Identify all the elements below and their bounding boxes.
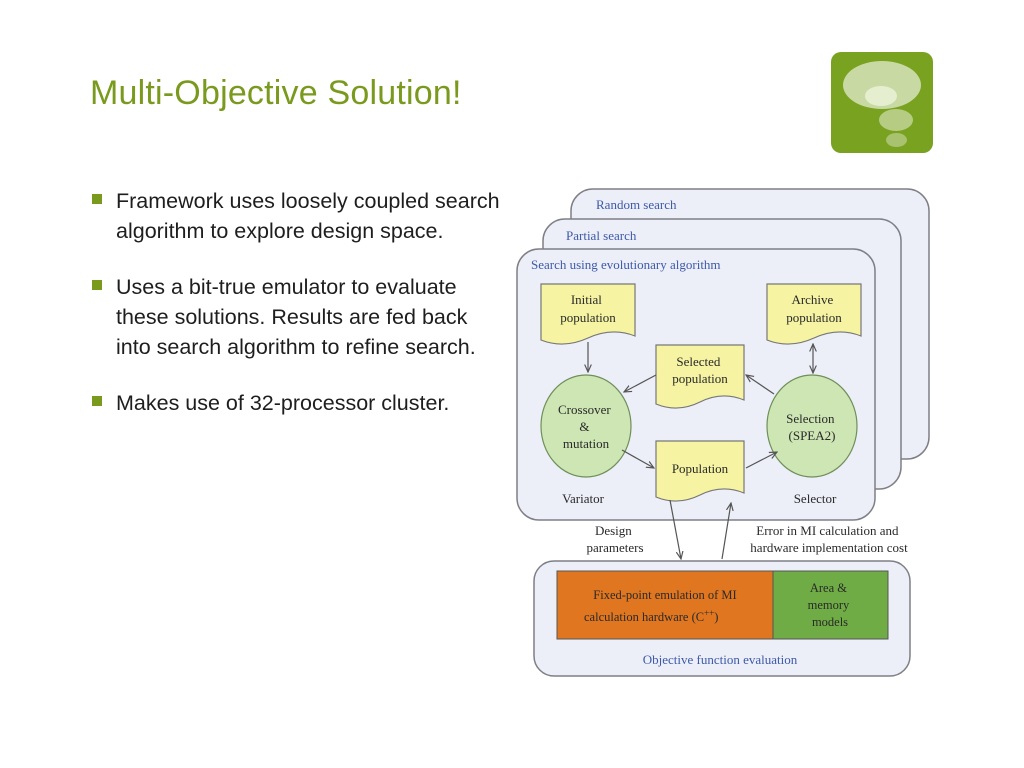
arrow-population-to-evaluation xyxy=(669,499,681,559)
arrow-selected-to-crossover xyxy=(624,374,657,392)
crossover-text: Crossover xyxy=(558,402,611,417)
partial-search-label: Partial search xyxy=(566,228,637,243)
arrow-crossover-to-population xyxy=(621,449,654,468)
area-memory-text: models xyxy=(812,615,848,629)
error-label: hardware implementation cost xyxy=(750,540,908,555)
emulation-text: calculation hardware (C xyxy=(584,610,704,624)
selected-population-text: Selected xyxy=(676,354,721,369)
svg-text:Initial population: Initial population xyxy=(560,292,616,325)
emulation-block xyxy=(556,570,774,640)
bullet-list: Framework uses loosely coupled search al… xyxy=(92,186,502,444)
initial-population-text: population xyxy=(560,310,616,325)
arrow-evaluation-to-population xyxy=(721,503,731,560)
random-search-label: Random search xyxy=(596,197,677,212)
arrow-selection-to-selected xyxy=(746,375,775,395)
design-parameters-label: Design xyxy=(595,523,632,538)
archive-population-node xyxy=(766,283,862,345)
selected-population-text: population xyxy=(672,371,728,386)
selected-population-node xyxy=(655,344,745,409)
svg-text:Error in MI calculation and: Error in MI calculation and hardware imp… xyxy=(750,523,908,555)
crossover-mutation-node xyxy=(540,374,632,478)
objective-function-caption: Objective function evaluation xyxy=(643,652,798,667)
svg-text:calculation hardware (C++): calculation hardware (C++) xyxy=(584,608,718,624)
selection-text: Selection xyxy=(786,411,835,426)
initial-population-node xyxy=(540,283,636,345)
svg-text:Selected population: Selected population xyxy=(672,354,728,386)
error-label: Error in MI calculation and xyxy=(756,523,899,538)
bullet-square-icon xyxy=(92,194,102,204)
svg-text:Crossover & mutation: Crossover & mutation xyxy=(558,402,614,451)
population-node xyxy=(655,440,745,502)
archive-population-text: Archive xyxy=(791,292,833,307)
population-text: Population xyxy=(672,461,729,476)
area-memory-text: Area & xyxy=(810,581,847,595)
emulation-text: Fixed-point emulation of MI xyxy=(593,588,736,602)
bullet-item: Framework uses loosely coupled search al… xyxy=(92,186,502,246)
crossover-text: mutation xyxy=(563,436,610,451)
selection-text: (SPEA2) xyxy=(789,428,836,443)
area-memory-text: memory xyxy=(808,598,850,612)
crossover-text: & xyxy=(579,419,589,434)
svg-text:Area & memory models: Area & memory models xyxy=(808,581,853,629)
bullet-item: Makes use of 32-processor cluster. xyxy=(92,388,502,418)
bullet-item: Uses a bit-true emulator to evaluate the… xyxy=(92,272,502,362)
slide-title: Multi-Objective Solution! xyxy=(90,74,462,112)
area-memory-block xyxy=(772,570,889,640)
design-parameters-label: parameters xyxy=(586,540,643,555)
evolutionary-search-label: Search using evolutionary algorithm xyxy=(531,257,721,272)
emulation-text: ) xyxy=(714,610,718,624)
svg-text:Fixed-point emulation of MI: Fixed-point emulation of MI xyxy=(593,588,736,602)
bullet-square-icon xyxy=(92,280,102,290)
svg-text:Design parameters: Design parameters xyxy=(586,523,643,555)
archive-population-text: population xyxy=(786,310,842,325)
emulation-superscript: ++ xyxy=(704,608,714,618)
selector-label: Selector xyxy=(794,491,837,506)
svg-text:Selection (SPEA2): Selection (SPEA2) xyxy=(786,411,838,443)
initial-population-text: Initial xyxy=(571,292,602,307)
arrow-population-to-selection xyxy=(745,452,777,469)
bullet-square-icon xyxy=(92,396,102,406)
selection-spea2-node xyxy=(766,374,858,478)
svg-text:Archive population: Archive population xyxy=(786,292,842,325)
speech-bubbles-logo-icon xyxy=(831,52,933,153)
variator-label: Variator xyxy=(562,491,605,506)
